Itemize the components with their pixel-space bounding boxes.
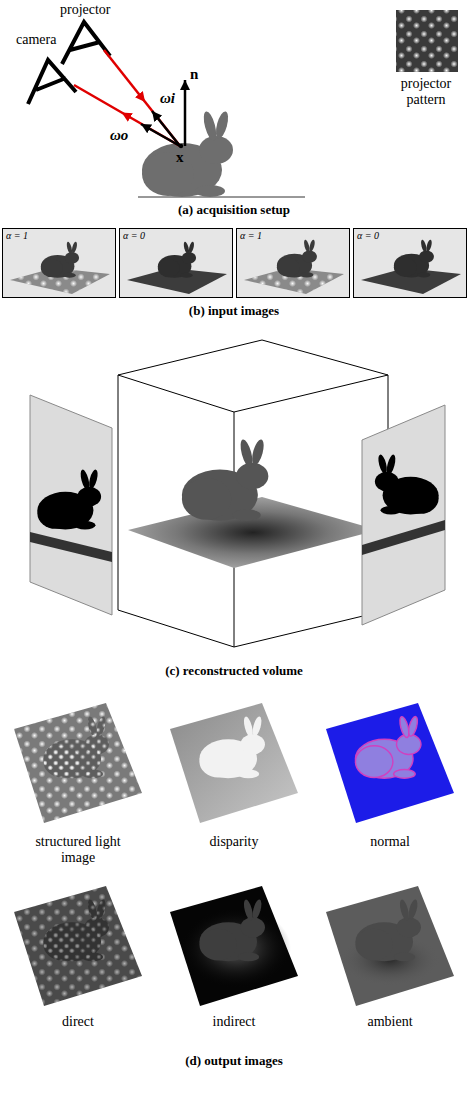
symbol-label: x xyxy=(176,149,184,166)
output-image xyxy=(326,703,454,823)
parameter-label: α = 0 xyxy=(354,229,382,242)
output-image xyxy=(14,886,142,1006)
image-label: direct xyxy=(62,1014,94,1030)
input-image xyxy=(353,228,467,298)
symbol-label: ωo xyxy=(110,127,128,144)
projection-panel xyxy=(30,395,112,615)
output-image xyxy=(199,899,265,962)
subfigure-caption: (d) output images xyxy=(185,1054,283,1069)
normal-vector xyxy=(184,80,187,146)
output-image xyxy=(170,703,298,823)
output-image xyxy=(355,899,421,962)
parameter-label: α = 1 xyxy=(237,229,265,242)
subfigure-caption: (a) acquisition setup xyxy=(178,203,290,218)
output-image xyxy=(14,703,142,823)
projection-panel xyxy=(362,405,445,625)
image-label: ambient xyxy=(367,1014,412,1030)
image-frame: α = 1 xyxy=(2,228,116,298)
output-image xyxy=(355,716,421,779)
output-image xyxy=(326,886,454,1006)
image-frame: α = 1 xyxy=(236,228,350,298)
output-image xyxy=(170,703,298,823)
projector-ray xyxy=(104,50,180,146)
device-label: projector xyxy=(60,2,111,18)
output-image xyxy=(170,886,298,1006)
symbol-label: ωi xyxy=(160,90,175,107)
symbol-label: n xyxy=(190,66,198,83)
projector-icon xyxy=(62,22,110,64)
image-label: disparity xyxy=(210,834,259,850)
bunny-model xyxy=(142,110,233,197)
input-image xyxy=(277,239,317,277)
acquisition-setup xyxy=(28,10,458,197)
image-frame: α = 0 xyxy=(119,228,233,298)
output-image xyxy=(43,716,109,779)
image-label: indirect xyxy=(213,1014,256,1030)
input-image xyxy=(353,228,467,298)
camera-icon xyxy=(28,60,76,104)
image-label: structured light image xyxy=(18,834,138,866)
bunny-volume xyxy=(182,438,268,520)
input-image xyxy=(119,228,233,298)
output-image xyxy=(43,716,109,779)
outgoing-vector xyxy=(141,124,180,146)
camera-ray xyxy=(74,85,180,146)
reconstructed-volume xyxy=(30,340,445,647)
projector-pattern xyxy=(396,10,458,72)
projection-panel xyxy=(30,469,112,562)
incident-vector xyxy=(152,111,180,146)
input-image xyxy=(119,228,233,298)
output-image xyxy=(199,716,265,779)
image-frame: α = 0 xyxy=(353,228,467,298)
output-image xyxy=(14,703,142,823)
input-image xyxy=(41,241,79,277)
output-image xyxy=(326,886,454,1006)
input-image xyxy=(236,228,350,298)
input-image xyxy=(236,228,350,298)
image-label: normal xyxy=(370,834,410,850)
volume-cube xyxy=(118,340,388,647)
output-image xyxy=(43,899,109,962)
pattern-label: projector pattern xyxy=(386,76,466,108)
output-image xyxy=(14,886,142,1006)
projection-panel xyxy=(362,454,445,555)
subfigure-caption: (c) reconstructed volume xyxy=(165,664,303,679)
parameter-label: α = 0 xyxy=(120,229,148,242)
projection-panel xyxy=(375,454,439,515)
output-image xyxy=(326,703,454,823)
projector-pattern xyxy=(396,10,458,72)
ground-line xyxy=(138,197,305,198)
projection-panel xyxy=(37,469,101,530)
parameter-label: α = 1 xyxy=(3,229,31,242)
input-image xyxy=(394,239,434,277)
output-image xyxy=(170,886,298,1006)
surface-point xyxy=(179,144,183,148)
output-image xyxy=(43,899,109,962)
projection-panel xyxy=(362,520,445,555)
projection-panel xyxy=(30,532,112,562)
device-label: camera xyxy=(16,32,56,48)
output-image xyxy=(14,886,142,1006)
input-image xyxy=(2,228,116,298)
output-image xyxy=(14,703,142,823)
input-image xyxy=(2,228,116,298)
subfigure-caption: (b) input images xyxy=(189,304,279,319)
input-image xyxy=(158,241,196,277)
